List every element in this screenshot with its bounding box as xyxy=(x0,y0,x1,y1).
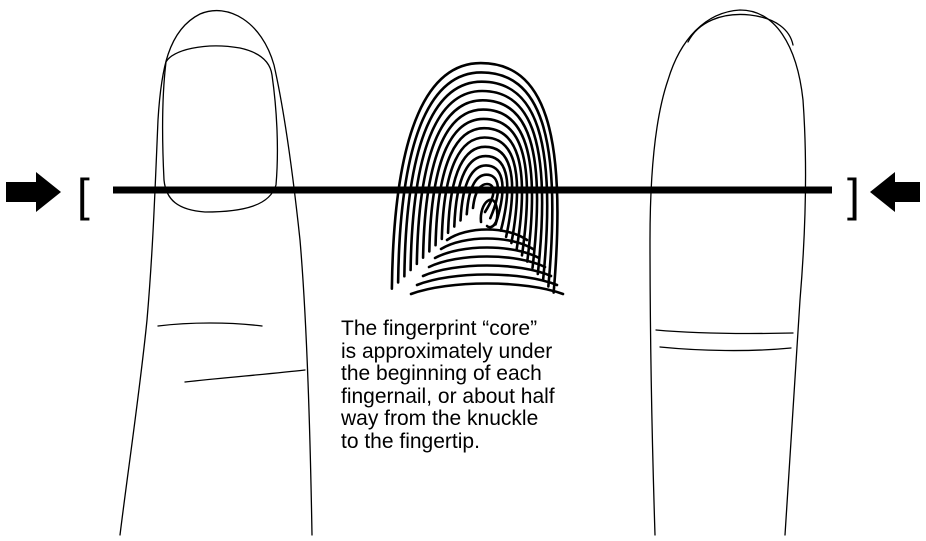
right-finger xyxy=(650,10,806,535)
caption-line: fingernail, or about half xyxy=(341,386,641,409)
left-bracket: [ xyxy=(77,168,90,222)
caption-line: The fingerprint “core” xyxy=(341,318,641,341)
fingerprint xyxy=(392,63,563,294)
right-bracket: ] xyxy=(847,168,860,222)
fingerprint-ridge xyxy=(411,284,563,295)
left-finger xyxy=(120,11,312,535)
right-finger-outline xyxy=(650,10,806,535)
caption-line: way from the knuckle xyxy=(341,408,641,431)
left-finger-outline xyxy=(120,11,312,535)
right-knuckle-crease-upper xyxy=(656,330,793,334)
right-arrow-icon xyxy=(870,172,920,212)
caption-line: to the fingertip. xyxy=(341,431,641,454)
right-knuckle-crease-lower xyxy=(660,347,791,351)
left-knuckle-crease-lower xyxy=(185,370,305,382)
caption-line: the beginning of each xyxy=(341,363,641,386)
caption-text: The fingerprint “core” is approximately … xyxy=(341,318,641,453)
left-knuckle-crease-upper xyxy=(158,323,262,326)
left-arrow-icon xyxy=(6,172,61,212)
caption-line: is approximately under xyxy=(341,341,641,364)
right-fingernail-tip xyxy=(688,14,793,45)
